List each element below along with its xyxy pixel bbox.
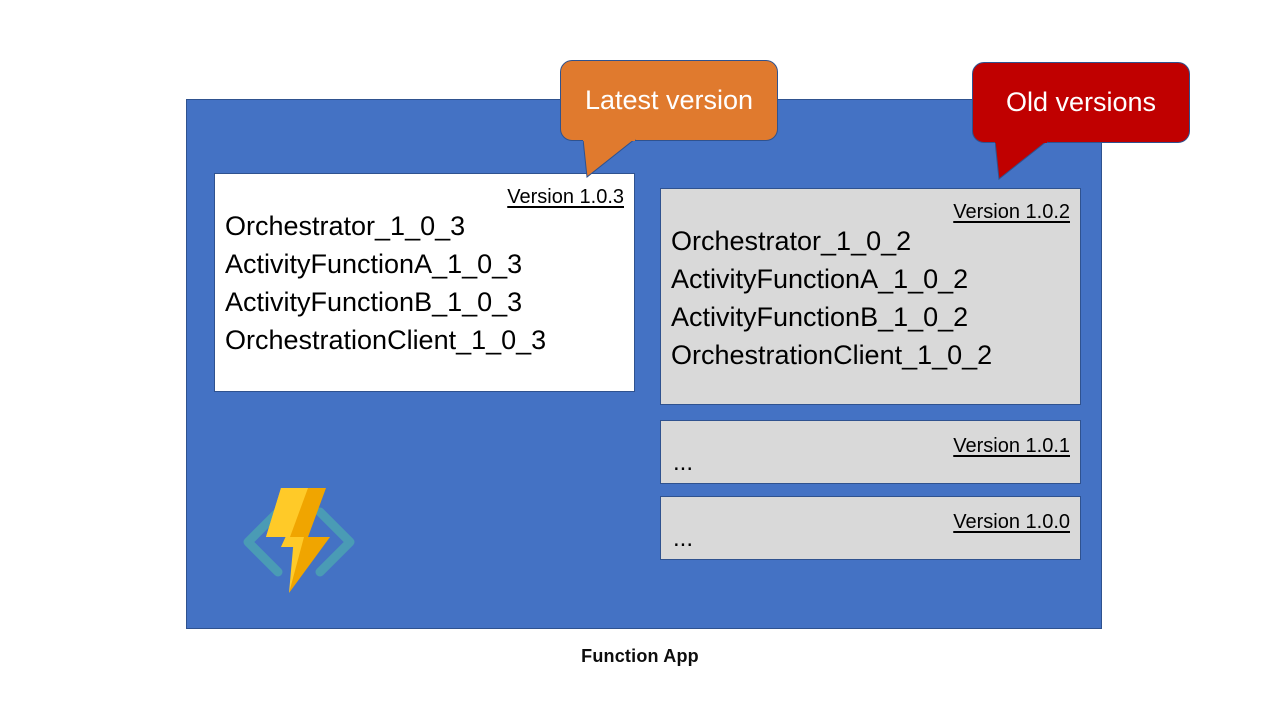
callout-latest-version-label: Latest version xyxy=(584,85,754,115)
function-list-1-0-2: Orchestrator_1_0_2 ActivityFunctionA_1_0… xyxy=(671,222,992,374)
ellipsis-placeholder: ... xyxy=(673,525,694,552)
ellipsis-placeholder: ... xyxy=(673,449,694,476)
callout-old-versions-label: Old versions xyxy=(1005,87,1157,117)
azure-functions-logo xyxy=(234,485,364,595)
function-list-1-0-3: Orchestrator_1_0_3 ActivityFunctionA_1_0… xyxy=(225,207,546,359)
function-list-item: ActivityFunctionB_1_0_3 xyxy=(225,287,523,317)
version-label-1-0-1: Version 1.0.1 xyxy=(953,435,1070,457)
version-label-1-0-3: Version 1.0.3 xyxy=(507,186,624,208)
function-list-item: ActivityFunctionA_1_0_3 xyxy=(225,249,523,279)
function-list-item: Orchestrator_1_0_3 xyxy=(225,211,466,241)
function-list-item: ActivityFunctionB_1_0_2 xyxy=(671,302,969,332)
version-label-1-0-2: Version 1.0.2 xyxy=(953,201,1070,223)
callout-tail-icon xyxy=(583,139,636,178)
version-card-old-1-0-0[interactable]: Version 1.0.0 ... xyxy=(660,496,1081,560)
function-list-item: Orchestrator_1_0_2 xyxy=(671,226,912,256)
version-label-1-0-0: Version 1.0.0 xyxy=(953,511,1070,533)
function-app-container: Version 1.0.3 Orchestrator_1_0_3 Activit… xyxy=(186,99,1102,629)
callout-latest-version[interactable]: Latest version xyxy=(560,60,778,178)
version-card-old-1-0-2[interactable]: Version 1.0.2 Orchestrator_1_0_2 Activit… xyxy=(660,188,1081,405)
function-app-caption: Function App xyxy=(581,646,699,666)
callout-tail-icon xyxy=(995,141,1048,180)
function-list-item: ActivityFunctionA_1_0_2 xyxy=(671,264,969,294)
callout-old-versions[interactable]: Old versions xyxy=(972,62,1190,180)
function-list-item: OrchestrationClient_1_0_3 xyxy=(225,325,547,355)
function-list-item: OrchestrationClient_1_0_2 xyxy=(671,340,993,370)
version-card-latest[interactable]: Version 1.0.3 Orchestrator_1_0_3 Activit… xyxy=(214,173,635,392)
version-card-old-1-0-1[interactable]: Version 1.0.1 ... xyxy=(660,420,1081,484)
